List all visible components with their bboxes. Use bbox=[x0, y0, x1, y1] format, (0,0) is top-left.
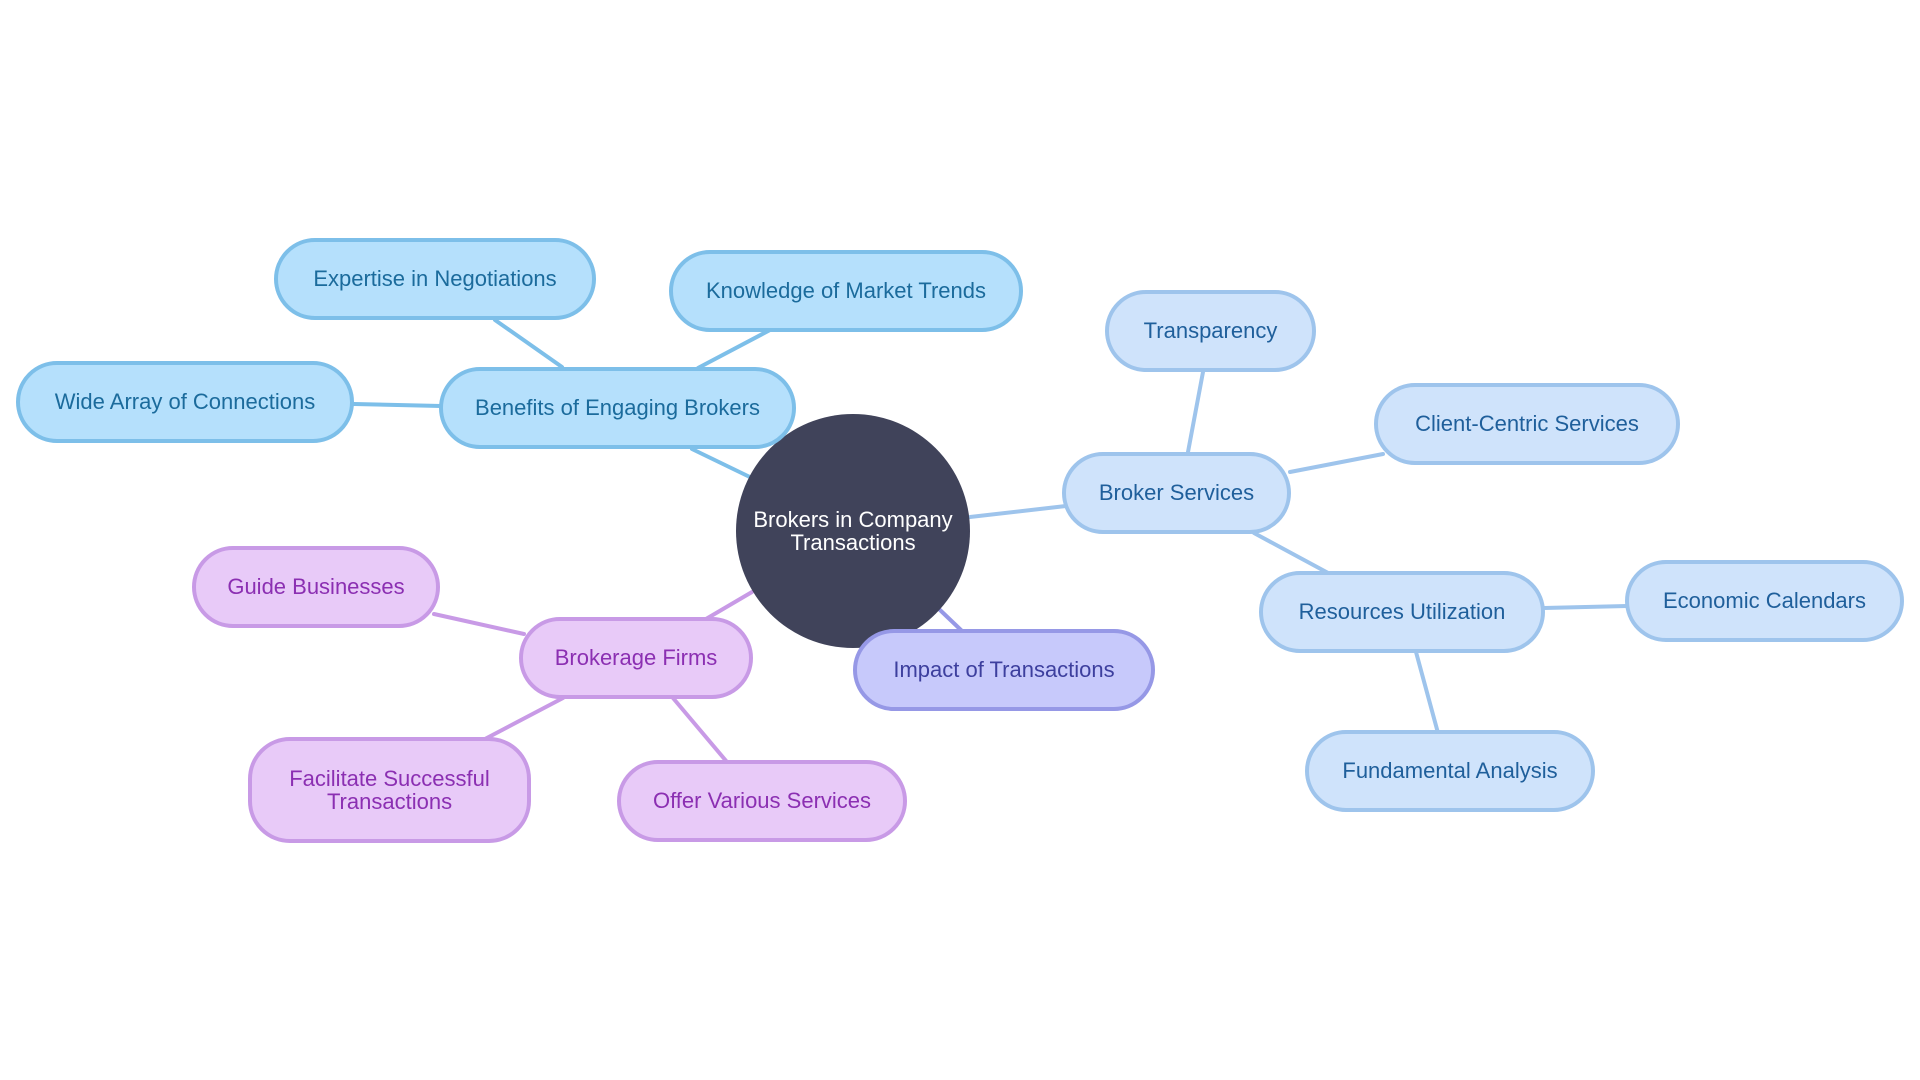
node-transparency[interactable]: Transparency bbox=[1105, 290, 1316, 372]
edge-benefits-market-trends bbox=[696, 328, 772, 370]
edge-firms-guide bbox=[432, 612, 526, 636]
edge-services-transparency bbox=[1186, 370, 1205, 454]
node-fundamental-analysis-label: Fundamental Analysis bbox=[1342, 758, 1558, 784]
node-benefits[interactable]: Benefits of Engaging Brokers bbox=[439, 367, 796, 449]
root-node[interactable]: Brokers in Company Transactions bbox=[736, 414, 970, 648]
node-resources-label: Resources Utilization bbox=[1298, 599, 1506, 625]
node-guide-businesses-label: Guide Businesses bbox=[227, 574, 405, 600]
edge-firms-offer bbox=[671, 696, 729, 764]
node-brokerage-firms[interactable]: Brokerage Firms bbox=[519, 617, 753, 699]
node-benefits-label: Benefits of Engaging Brokers bbox=[475, 395, 760, 421]
node-broker-services-label: Broker Services bbox=[1098, 480, 1255, 506]
edge-resources-fundamental bbox=[1414, 650, 1440, 735]
node-economic-calendars-label: Economic Calendars bbox=[1663, 588, 1866, 614]
node-expertise-in-negotiations[interactable]: Expertise in Negotiations bbox=[274, 238, 596, 320]
node-facilitate-successful-transactions[interactable]: Facilitate Successful Transactions bbox=[248, 737, 531, 843]
edge-services-client-centric bbox=[1288, 452, 1385, 474]
edge-root-broker-services bbox=[968, 504, 1068, 519]
node-transparency-label: Transparency bbox=[1143, 318, 1278, 344]
node-client-centric-label: Client-Centric Services bbox=[1415, 411, 1639, 437]
node-resources-utilization[interactable]: Resources Utilization bbox=[1259, 571, 1545, 653]
node-facilitate-label: Facilitate Successful Transactions bbox=[289, 765, 490, 814]
node-offer-services-label: Offer Various Services bbox=[652, 788, 872, 814]
node-economic-calendars[interactable]: Economic Calendars bbox=[1625, 560, 1904, 642]
root-label: Brokers in Company Transactions bbox=[753, 506, 953, 555]
edge-root-impact bbox=[938, 608, 964, 633]
node-fundamental-analysis[interactable]: Fundamental Analysis bbox=[1305, 730, 1595, 812]
node-wide-array-of-connections[interactable]: Wide Array of Connections bbox=[16, 361, 354, 443]
edge-benefits-connections bbox=[352, 402, 443, 408]
edge-firms-facilitate bbox=[483, 696, 565, 741]
node-broker-services[interactable]: Broker Services bbox=[1062, 452, 1291, 534]
node-market-trends-label: Knowledge of Market Trends bbox=[705, 278, 987, 304]
node-connections-label: Wide Array of Connections bbox=[54, 389, 316, 415]
edge-benefits-expertise bbox=[493, 318, 564, 369]
edge-resources-economic bbox=[1542, 604, 1629, 610]
node-offer-various-services[interactable]: Offer Various Services bbox=[617, 760, 907, 842]
node-impact-of-transactions[interactable]: Impact of Transactions bbox=[853, 629, 1155, 711]
node-impact-label: Impact of Transactions bbox=[893, 657, 1115, 683]
node-brokerage-firms-label: Brokerage Firms bbox=[554, 645, 718, 671]
node-guide-businesses[interactable]: Guide Businesses bbox=[192, 546, 440, 628]
node-expertise-label: Expertise in Negotiations bbox=[313, 266, 557, 292]
edge-services-resources bbox=[1252, 531, 1332, 576]
node-client-centric-services[interactable]: Client-Centric Services bbox=[1374, 383, 1680, 465]
node-knowledge-of-market-trends[interactable]: Knowledge of Market Trends bbox=[669, 250, 1023, 332]
edge-root-brokerage-firms bbox=[704, 590, 754, 621]
edge-root-benefits bbox=[690, 447, 758, 482]
